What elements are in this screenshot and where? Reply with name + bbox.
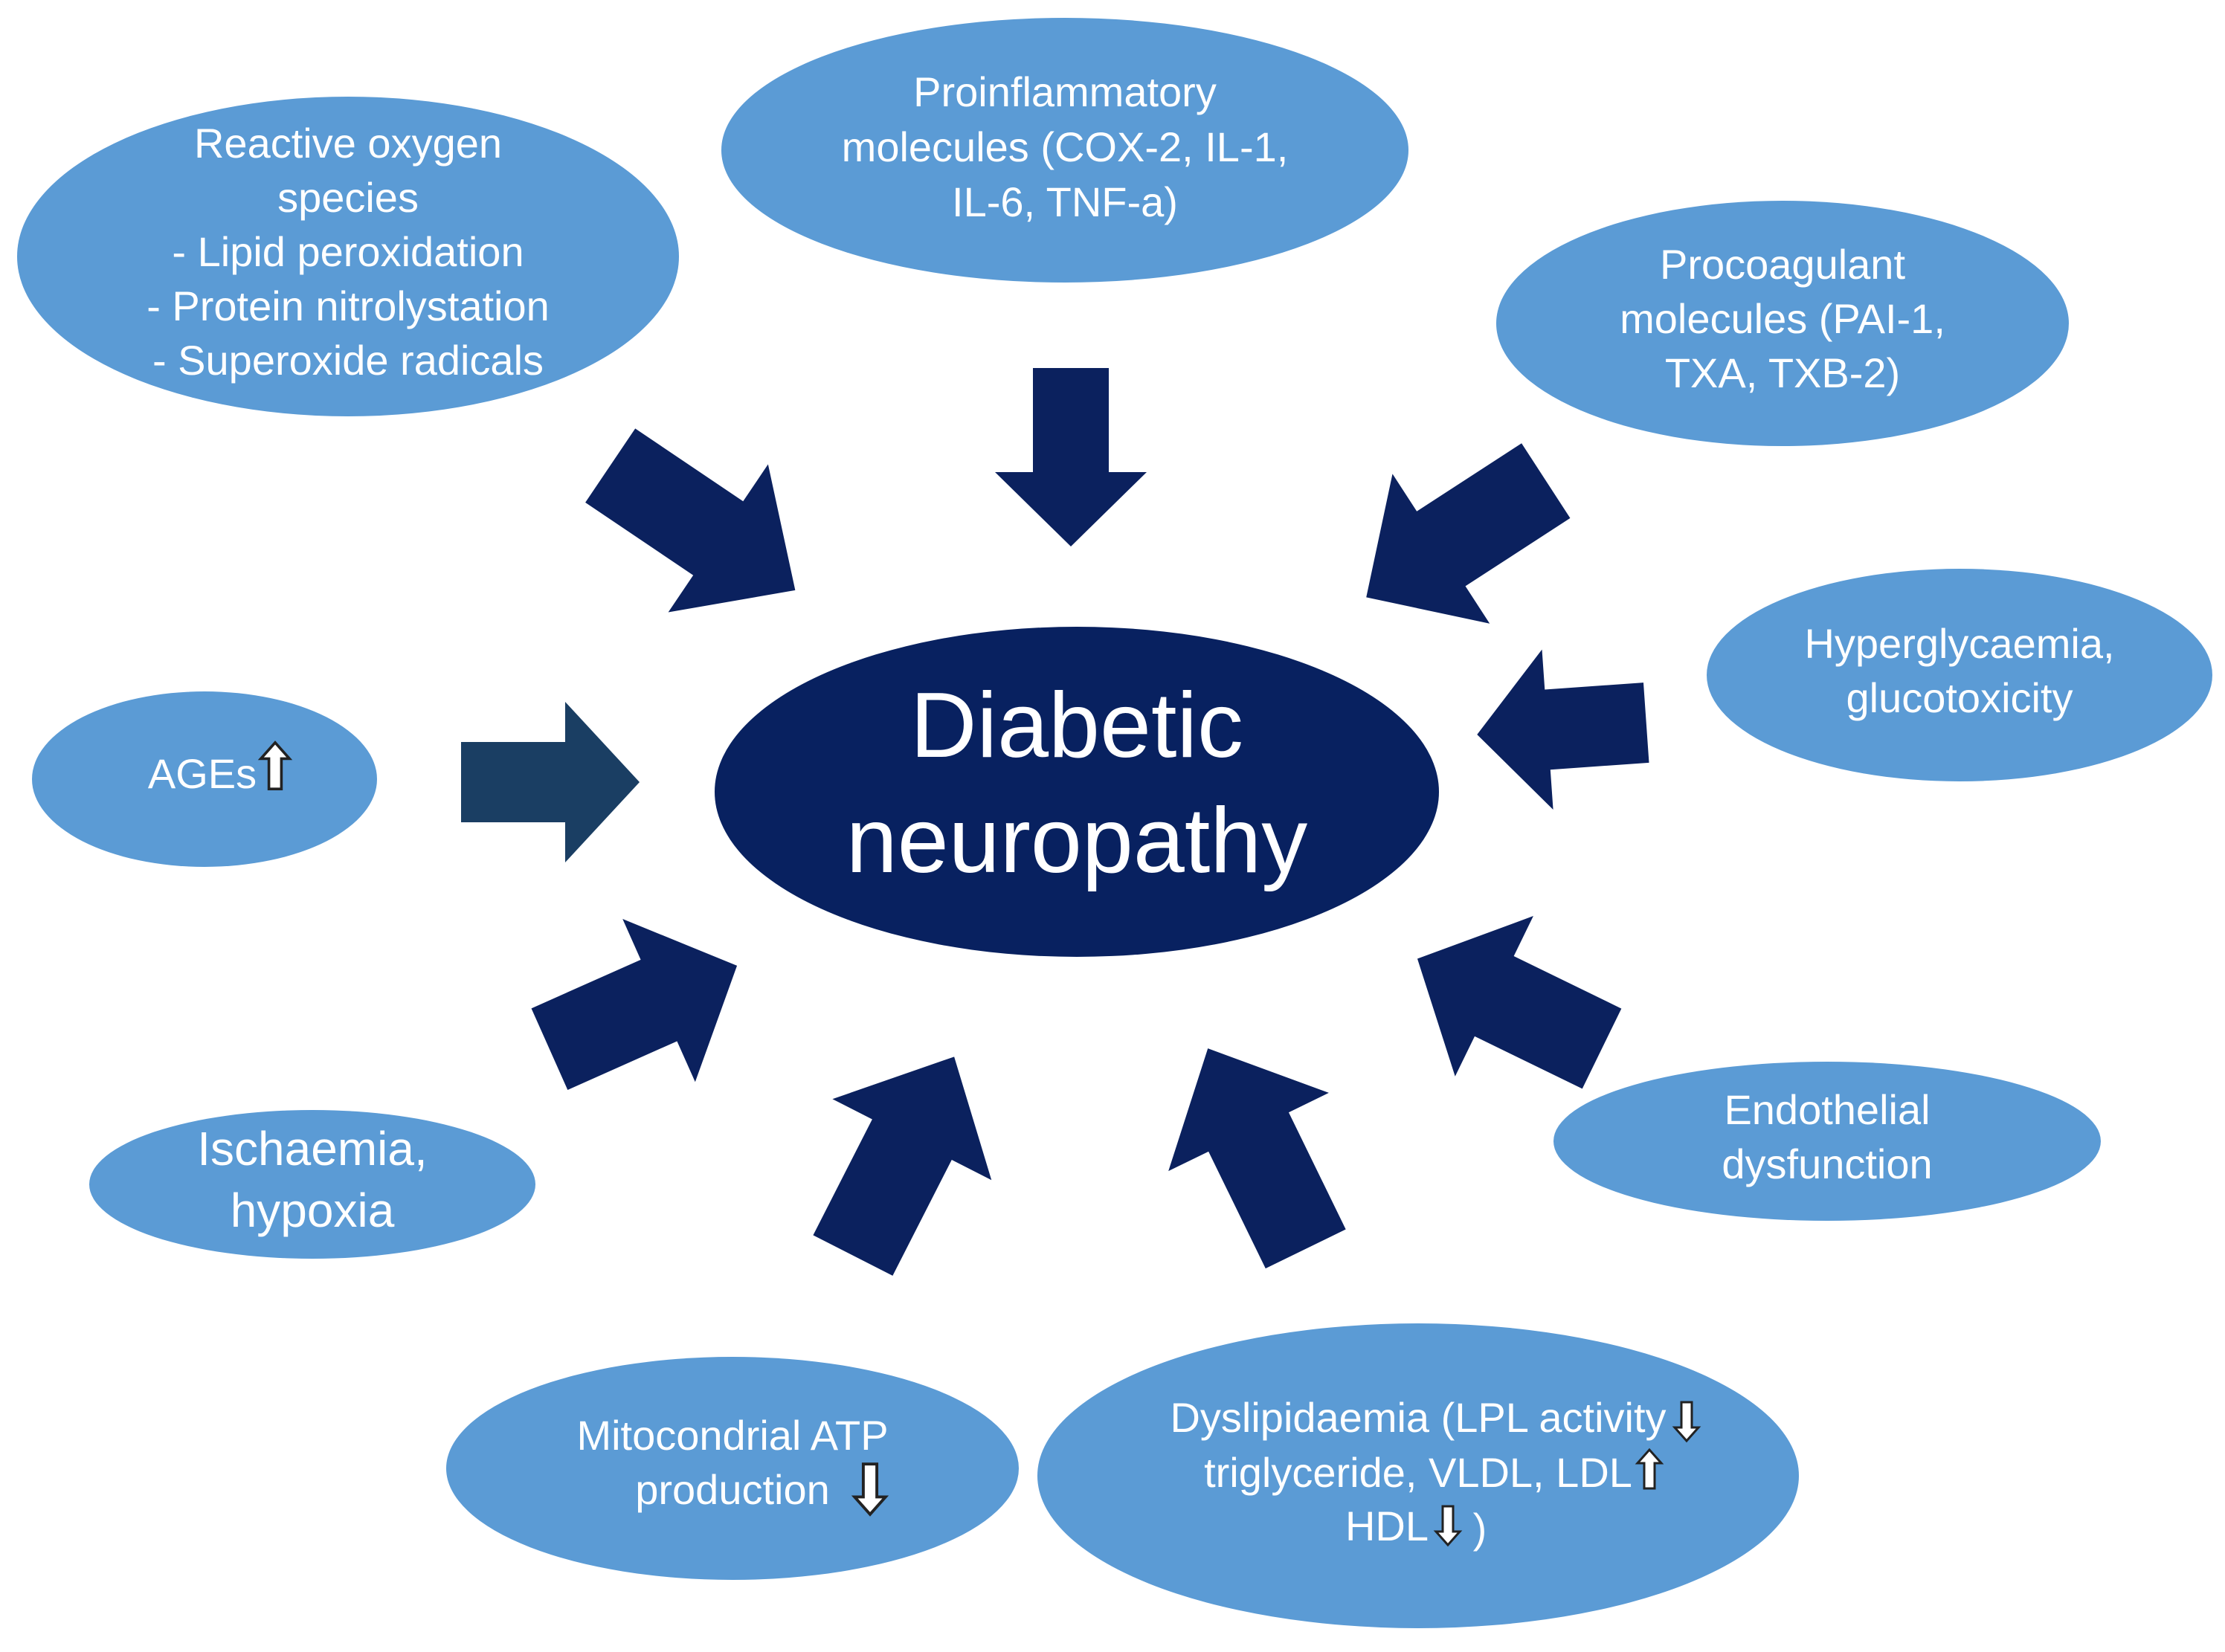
procoagulant-line3: TXA, TXB-2) — [1665, 349, 1900, 396]
node-hyperglycaemia: Hyperglycaemia, glucotoxicity — [1707, 569, 2212, 781]
ischaemia-line2: hypoxia — [231, 1184, 395, 1237]
node-proinflammatory: Proinflammatory molecules (COX-2, IL-1, … — [721, 18, 1408, 283]
mitochondrial-line1: Mitocondrial ATP — [576, 1412, 888, 1459]
procoagulant-line1: Procoagulant — [1660, 241, 1905, 288]
arrow-from-ages — [461, 702, 640, 862]
ages-label: AGEs — [148, 750, 257, 797]
arrow-from-ros — [560, 391, 846, 665]
dyslipidaemia-line3: HDL — [1345, 1503, 1429, 1549]
dyslipidaemia-line1: Dyslipidaemia (LPL activity — [1170, 1394, 1666, 1441]
endothelial-line1: Endothelial — [1724, 1086, 1930, 1133]
mitochondrial-line2: production — [635, 1466, 830, 1513]
node-dyslipidaemia: Dyslipidaemia (LPL activity triglyceride… — [1037, 1323, 1799, 1628]
ros-line4: - Protein nitrolystation — [146, 283, 550, 329]
node-mitochondrial: Mitocondrial ATP production — [446, 1357, 1019, 1580]
ros-line2: species — [277, 174, 419, 221]
proinflammatory-line3: IL-6, TNF-a) — [952, 178, 1178, 225]
endothelial-line2: dysfunction — [1722, 1140, 1932, 1187]
ischaemia-line1: Ischaemia, — [197, 1122, 427, 1175]
arrow-from-dyslipidaemia — [1127, 1009, 1386, 1288]
arrow-from-mitochondrial — [773, 1016, 1034, 1297]
node-endothelial: Endothelial dysfunction — [1553, 1062, 2101, 1221]
procoagulant-line2: molecules (PAI-1, — [1620, 295, 1945, 342]
arrow-from-hyperglycaemia — [1471, 642, 1652, 815]
node-ages: AGEs — [32, 691, 377, 867]
arrow-from-proinflammatory — [995, 368, 1147, 546]
arrow-from-procoagulant — [1317, 405, 1595, 673]
dyslipidaemia-line2: triglyceride, VLDL, LDL — [1204, 1449, 1632, 1496]
center-node: Diabetic neuropathy — [715, 627, 1439, 957]
center-title-line1: Diabetic — [910, 674, 1243, 777]
center-title-line2: neuropathy — [846, 790, 1307, 892]
arrow-from-ischaemia — [513, 884, 773, 1131]
node-procoagulant: Procoagulant molecules (PAI-1, TXA, TXB-… — [1496, 201, 2069, 446]
ros-line3: - Lipid peroxidation — [172, 228, 524, 275]
hyperglycaemia-line1: Hyperglycaemia, — [1804, 620, 2114, 667]
proinflammatory-line2: molecules (COX-2, IL-1, — [842, 123, 1289, 170]
dyslipidaemia-line3-suffix: ) — [1473, 1505, 1487, 1552]
arrow-from-endothelial — [1378, 878, 1641, 1129]
hyperglycaemia-line2: glucotoxicity — [1846, 674, 2073, 721]
proinflammatory-line1: Proinflammatory — [913, 68, 1217, 115]
ros-line1: Reactive oxygen — [194, 120, 502, 167]
node-reactive-oxygen-species: Reactive oxygen species - Lipid peroxida… — [17, 97, 679, 416]
node-ischaemia: Ischaemia, hypoxia — [89, 1110, 535, 1259]
ros-line5: - Superoxide radicals — [152, 337, 544, 384]
